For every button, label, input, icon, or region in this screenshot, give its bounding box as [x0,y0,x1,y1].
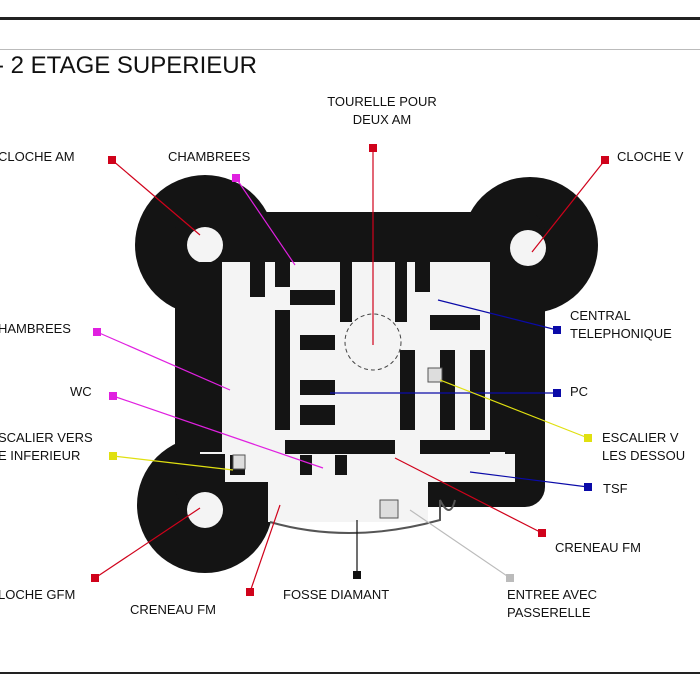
label-entree-line1: ENTREE AVEC [507,587,598,602]
tourelle-circle [344,313,402,371]
label-central: CENTRAL TELEPHONIQUE [570,307,672,343]
arrow-escalier-inf [112,455,234,471]
label-cloche-am: CLOCHE AM [0,149,75,164]
arrow-cloche-v [531,159,606,253]
arrow-chambrees-top [235,177,296,266]
header-divider [0,49,700,50]
interior-walls [200,262,505,475]
arrow-tsf [469,471,589,488]
label-central-line1: CENTRAL [570,308,631,323]
label-pc: PC [570,384,589,399]
arrow-wc [112,395,324,469]
label-chambrees-left: HAMBREES [0,321,71,336]
label-escalier-inf-line2: E INFERIEUR [0,448,81,463]
label-central-line2: TELEPHONIQUE [570,326,672,341]
label-escalier-dessous-line2: LES DESSOU [602,448,686,463]
label-escalier-inferieur: SCALIER VERS E INFERIEUR [0,429,93,465]
arrow-cloche-gfm [94,507,201,579]
arrow-escalier-dessous [439,379,589,439]
passerelle-outline [269,499,456,534]
callout-markers [91,144,609,596]
label-escalier-dessous-line1: ESCALIER V [602,430,679,445]
arrow-central [437,299,558,331]
label-escalier-dessous: ESCALIER V LES DESSOU [602,429,685,465]
label-chambrees-top: CHAMBREES [168,149,251,164]
stairs-dessous [427,367,443,383]
arrow-entree [409,509,511,579]
bottom-border [0,672,700,674]
label-entree: ENTREE AVEC PASSERELLE [507,586,597,622]
label-escalier-inf-line1: SCALIER VERS [0,430,93,445]
arrow-creneau-bottom [249,504,281,593]
arrow-cloche-am [111,159,201,236]
label-tsf: TSF [603,481,628,496]
label-tourelle-line1: TOURELLE POUR [327,94,437,109]
label-cloche-v: CLOCHE V [617,149,684,164]
callout-lines [94,148,606,593]
label-cloche-gfm: LOCHE GFM [0,587,76,602]
label-tourelle: TOURELLE POUR DEUX AM [312,93,452,129]
label-wc: WC [70,384,92,399]
arrow-creneau-right [394,457,543,534]
top-border [0,17,700,20]
label-tourelle-line2: DEUX AM [352,112,412,127]
label-entree-line2: PASSERELLE [507,605,591,620]
label-creneau-fm-right: CRENEAU FM [555,540,641,555]
label-creneau-fm-bottom: CRENEAU FM [130,602,216,617]
entry-stairs [379,499,399,519]
stairs-inferieur [232,454,246,470]
label-fosse-diamant: FOSSE DIAMANT [283,587,390,602]
page-title: - 2 ETAGE SUPERIEUR [0,52,257,79]
arrow-chambrees-left [96,331,231,391]
